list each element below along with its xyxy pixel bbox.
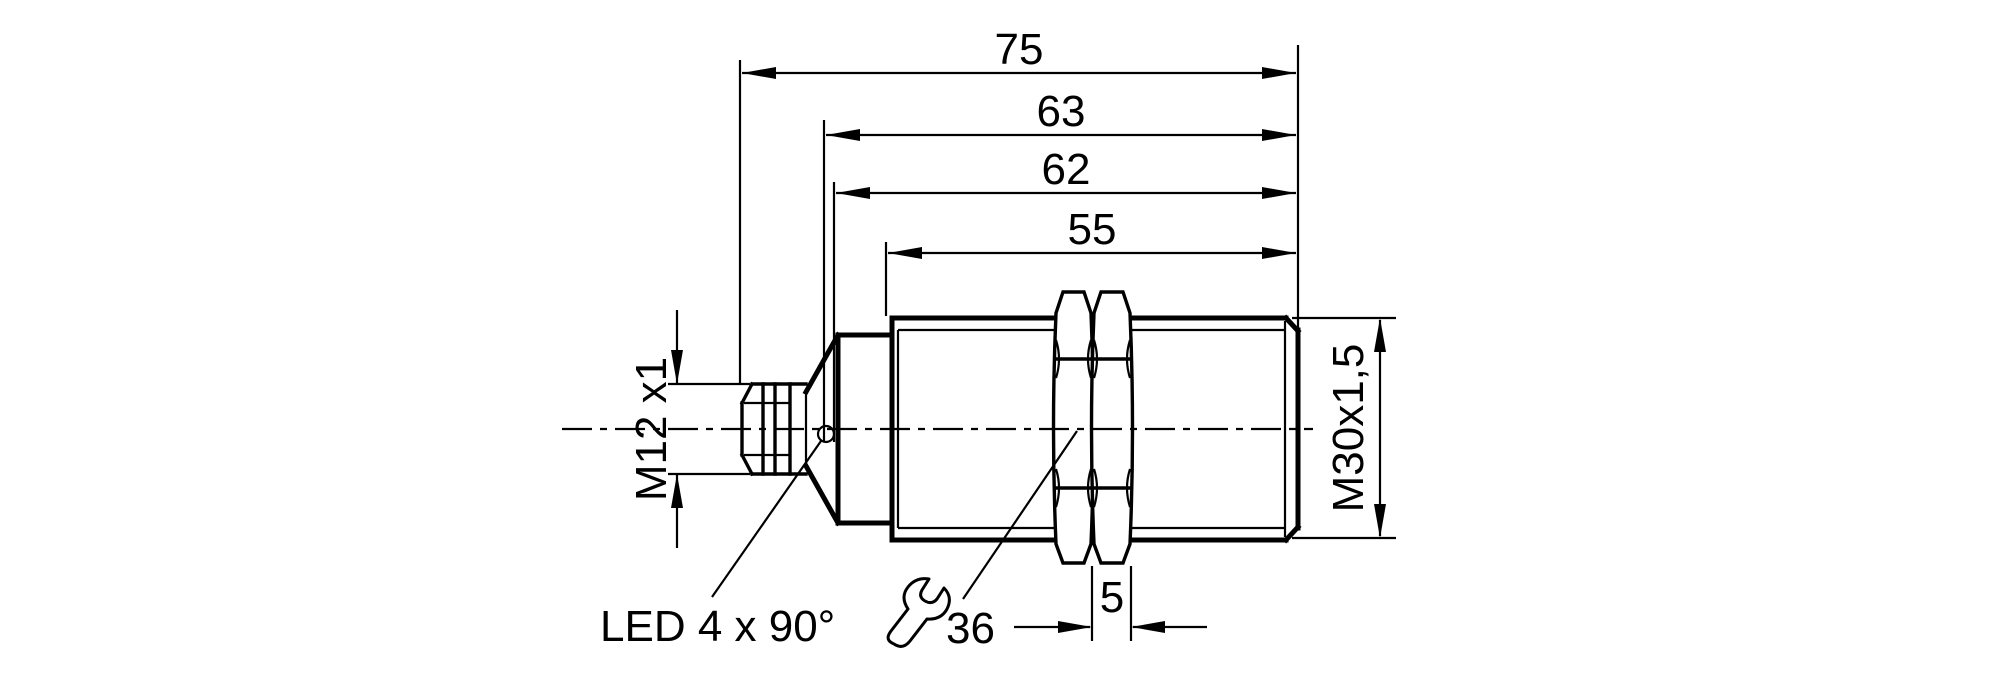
dim-label-55: 55 [1068,205,1117,254]
dim-label-5: 5 [1100,573,1124,622]
dim-label-63: 63 [1037,87,1086,136]
arrowhead-left-62 [836,187,870,199]
dim-connector-thread: M12 x1 [627,310,750,548]
tip-chamfer-bottom [739,452,755,477]
dim-label-62: 62 [1042,145,1091,194]
tip-chamfer-top [739,381,755,406]
arrowhead-5-left [1058,621,1092,633]
lock-nuts [1051,290,1135,565]
wrench-size-callout: 36 [886,430,1078,653]
nut-chamfer-arcs-bottom [1054,468,1132,508]
arrowhead-m30-top [1374,318,1386,352]
dim-label-m12: M12 x1 [627,357,676,501]
leader-line-led [711,440,822,598]
arrowhead-5-right [1131,621,1165,633]
wrench-size-label: 36 [946,604,995,653]
dim-nut-width: 5 [1014,566,1207,641]
arrowhead-left-75 [742,67,776,79]
dim-length-to-housing-back: 62 [832,145,1296,442]
arrowhead-right-55 [1262,247,1296,259]
arrowhead-m12-bottom [671,474,683,508]
arrowhead-right-75 [1262,67,1296,79]
arrowhead-left-63 [826,129,860,141]
cone-bottom-edge [802,462,842,527]
dim-body-thread: M30x1,5 [1292,316,1396,540]
arrowhead-left-55 [888,247,922,259]
nut-2-outline [1089,290,1135,565]
led-callout: LED 4 x 90° [600,440,835,651]
nut-1-outline [1051,290,1096,565]
wrench-icon [886,577,951,648]
arrowhead-right-62 [1262,187,1296,199]
dim-label-m30: M30x1,5 [1324,344,1373,513]
cone-top-edge [802,331,842,396]
dim-length-to-cone: 63 [822,87,1296,442]
arrowhead-m30-bottom [1374,504,1386,538]
dim-overall-length: 75 [738,25,1300,437]
led-note-label: LED 4 x 90° [600,602,835,651]
nut-chamfer-arcs-top [1054,339,1132,379]
arrowhead-right-63 [1262,129,1296,141]
dim-thread-length: 55 [884,205,1296,316]
arrowhead-m12-top [671,350,683,384]
leader-line-36 [962,430,1078,600]
dim-label-75: 75 [995,25,1044,74]
